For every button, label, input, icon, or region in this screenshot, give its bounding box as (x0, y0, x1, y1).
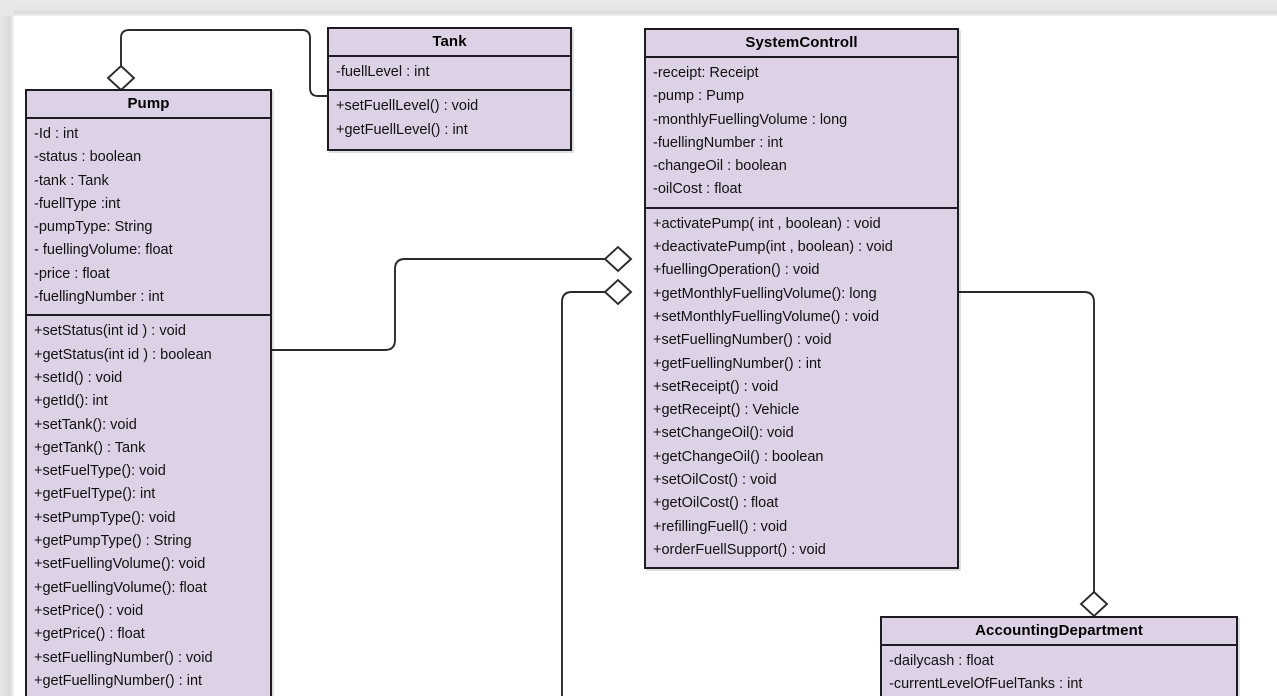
attribute-row: -pumpType: String (34, 219, 153, 236)
attribute-row: -currentLevelOfFuelTanks : int (889, 676, 1083, 693)
operation-row: +getOilCost() : float (653, 495, 779, 512)
attribute-row: -fuellType :int (34, 195, 121, 212)
operations-compartment-pump: +setStatus(int id ) : void +getStatus(in… (27, 314, 270, 696)
window-frame-corner (0, 0, 14, 16)
operation-row: +getMonthlyFuellingVolume(): long (653, 285, 877, 302)
operation-row: +getFuellLevel() : int (336, 121, 468, 138)
operation-row: +orderFuellSupport() : void (653, 541, 826, 558)
link-lower-systemcontroll (561, 291, 618, 696)
class-title-accountingdepartment: AccountingDepartment (882, 618, 1236, 646)
operation-row: +setFuellLevel() : void (336, 98, 479, 115)
operation-row: +deactivatePump(int , boolean) : void (653, 239, 893, 256)
attribute-row: - fuellingVolume: float (34, 242, 173, 259)
operation-row: +refillingFuell() : void (653, 518, 788, 535)
aggregation-diamond-pump (106, 64, 136, 92)
class-title-systemcontroll: SystemControll (646, 30, 957, 58)
link-systemcontroll-accounting (959, 291, 1095, 592)
operation-row: +setChangeOil(): void (653, 425, 794, 442)
operation-row: +getId(): int (34, 393, 108, 410)
operation-row: +activatePump( int , boolean) : void (653, 215, 881, 232)
operation-row: +getStatus(int id ) : boolean (34, 346, 212, 363)
attribute-row: -changeOil : boolean (653, 158, 787, 175)
attributes-compartment-systemcontroll: -receipt: Receipt -pump : Pump -monthlyF… (646, 58, 957, 207)
attributes-compartment-accountingdepartment: -dailycash : float -currentLevelOfFuelTa… (882, 646, 1236, 696)
window-frame-left (0, 0, 14, 696)
operation-row: +getChangeOil() : boolean (653, 448, 824, 465)
operation-row: +setFuellingNumber() : void (34, 649, 213, 666)
operation-row: +getTank() : Tank (34, 439, 146, 456)
operations-compartment-tank: +setFuellLevel() : void +getFuellLevel()… (329, 89, 570, 147)
operation-row: +getReceipt() : Vehicle (653, 402, 800, 419)
attribute-row: -pump : Pump (653, 88, 745, 105)
aggregation-diamond-systemcontroll-upper (603, 245, 633, 273)
operation-row: +setOilCost() : void (653, 472, 777, 489)
operation-row: +setStatus(int id ) : void (34, 323, 186, 340)
attribute-row: -status : boolean (34, 149, 142, 166)
operation-row: +setId() : void (34, 369, 123, 386)
attribute-row: -dailycash : float (889, 653, 994, 669)
operation-row: +setMonthlyFuellingVolume() : void (653, 308, 880, 325)
operations-compartment-systemcontroll: +activatePump( int , boolean) : void +de… (646, 206, 957, 567)
attribute-row: -monthlyFuellingVolume : long (653, 111, 848, 128)
operation-row: +getFuellingNumber() : int (653, 355, 822, 372)
class-title-pump: Pump (27, 91, 270, 119)
class-box-accountingdepartment[interactable]: AccountingDepartment -dailycash : float … (880, 616, 1238, 696)
operation-row: +setPrice() : void (34, 602, 144, 619)
operation-row: +setFuelType(): void (34, 463, 166, 480)
operation-row: +setFuellingNumber() : void (653, 332, 832, 349)
class-title-tank: Tank (329, 29, 570, 57)
operation-row: +getFuellingVolume(): float (34, 579, 207, 596)
operation-row: +setTank(): void (34, 416, 137, 433)
class-box-tank[interactable]: Tank -fuellLevel : int +setFuellLevel() … (327, 27, 572, 151)
operation-row: +getPrice() : float (34, 626, 145, 643)
link-tank-pump (120, 29, 328, 97)
attribute-row: -fuellingNumber : int (653, 134, 783, 151)
operation-row: +getFuelType(): int (34, 486, 156, 503)
attribute-row: -Id : int (34, 126, 79, 142)
operation-row: +getFuellingNumber() : int (34, 672, 203, 689)
attribute-row: -oilCost : float (653, 181, 742, 198)
class-box-pump[interactable]: Pump -Id : int -status : boolean -tank :… (25, 89, 272, 696)
aggregation-diamond-accounting (1079, 590, 1109, 618)
operation-row: +setReceipt() : void (653, 378, 779, 395)
operation-row: +fuellingOperation() : void (653, 262, 820, 279)
class-box-systemcontroll[interactable]: SystemControll -receipt: Receipt -pump :… (644, 28, 959, 570)
attributes-compartment-tank: -fuellLevel : int (329, 57, 570, 89)
attribute-row: -tank : Tank (34, 172, 109, 189)
operation-row: +setFuellingVolume(): void (34, 556, 206, 573)
attributes-compartment-pump: -Id : int -status : boolean -tank : Tank… (27, 119, 270, 314)
window-frame-top (0, 0, 1277, 16)
aggregation-diamond-systemcontroll-lower (603, 278, 633, 306)
attribute-row: -receipt: Receipt (653, 65, 759, 81)
operation-row: +getPumpType() : String (34, 533, 192, 550)
operation-row: +setPumpType(): void (34, 509, 176, 526)
link-pump-systemcontroll (271, 258, 618, 351)
attribute-row: -price : float (34, 265, 110, 282)
attribute-row: -fuellLevel : int (336, 64, 430, 80)
attribute-row: -fuellingNumber : int (34, 289, 164, 306)
